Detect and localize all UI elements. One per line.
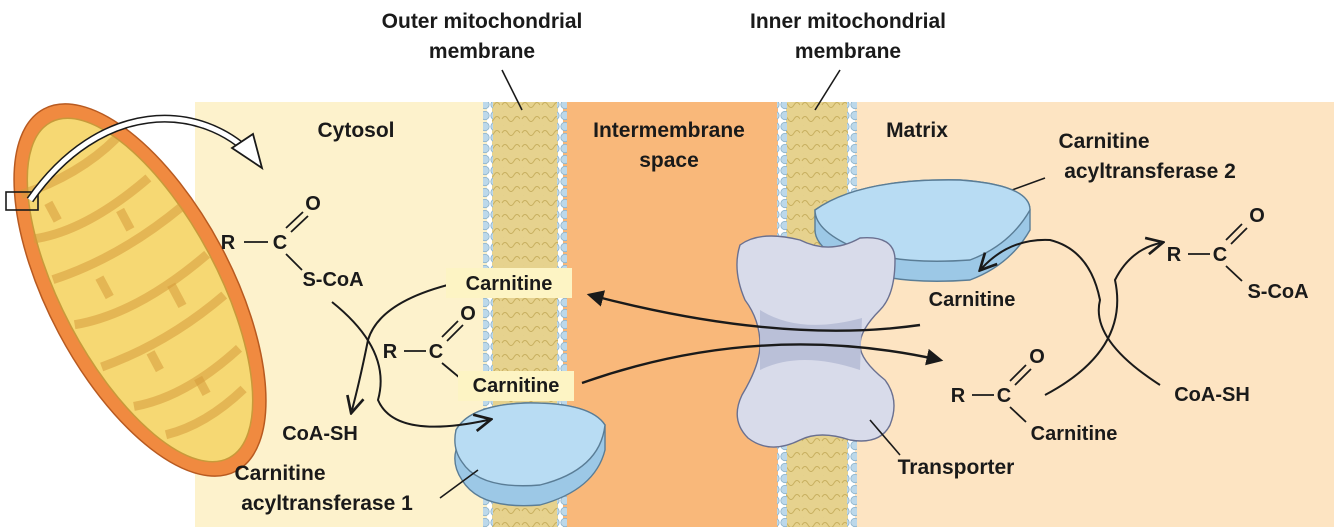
matrix-region	[855, 102, 1334, 527]
matrix-reaction-arrow	[1044, 243, 1160, 396]
cytosol-reaction-arrow-coash	[352, 281, 461, 410]
svg-text:C: C	[997, 385, 1011, 407]
transporter-label: Transporter	[898, 456, 1015, 479]
outer-membrane-pointer	[501, 69, 523, 111]
zoom-arrowhead	[230, 132, 264, 171]
acyl-coa-matrix: R C O S-CoA	[1167, 205, 1309, 303]
inner-membrane-label-line1: Inner mitochondrial	[750, 10, 946, 33]
coa-sh-matrix: CoA-SH	[1174, 384, 1250, 406]
svg-text:R: R	[383, 341, 398, 363]
cat1-pointer	[439, 469, 479, 499]
acylcarnitine-import-arrow	[581, 343, 944, 385]
matrix-carnitine-release-arrow	[982, 238, 1161, 386]
carnitine-matrix: Carnitine	[929, 289, 1016, 311]
svg-text:R: R	[221, 232, 236, 254]
inner-membrane-pointer	[814, 69, 841, 111]
cytosol-reaction-arrow-in	[331, 301, 488, 427]
intermembrane-label-line2: space	[639, 149, 699, 172]
cytosol-label: Cytosol	[317, 119, 394, 142]
outer-membrane-label-line2: membrane	[429, 40, 535, 63]
acyl-coa-cytosol: R C O S-CoA	[221, 193, 364, 291]
coa-sh-cytosol: CoA-SH	[282, 423, 358, 445]
svg-text:O: O	[1029, 346, 1045, 368]
transporter-pointer	[869, 419, 901, 456]
svg-text:S-CoA: S-CoA	[1247, 281, 1308, 303]
outer-membrane-label-line1: Outer mitochondrial	[382, 10, 583, 33]
svg-text:O: O	[1249, 205, 1265, 227]
cat2-label-line1: Carnitine	[1058, 130, 1149, 153]
svg-text:Carnitine: Carnitine	[1031, 423, 1118, 445]
matrix-label: Matrix	[886, 119, 948, 142]
carnitine-box-bottom	[458, 371, 574, 401]
carnitine-top: Carnitine	[466, 273, 553, 295]
acylcarnitine-cytosol: R C O	[383, 303, 476, 379]
svg-text:S-CoA: S-CoA	[302, 269, 363, 291]
cat1-label-line2: acyltransferase 1	[241, 492, 413, 515]
svg-text:C: C	[1213, 244, 1227, 266]
cat1-label-line1: Carnitine	[234, 462, 325, 485]
carnitine-acyl-bottom: Carnitine	[473, 375, 560, 397]
svg-text:R: R	[951, 385, 966, 407]
mitochondrion-illustration	[5, 103, 267, 477]
cat2-label-line2: acyltransferase 2	[1064, 160, 1236, 183]
carnitine-box-top	[446, 268, 572, 298]
svg-text:C: C	[429, 341, 443, 363]
svg-text:C: C	[273, 232, 287, 254]
svg-text:O: O	[305, 193, 321, 215]
zoom-box	[5, 191, 39, 211]
svg-text:O: O	[460, 303, 476, 325]
svg-text:R: R	[1167, 244, 1182, 266]
acylcarnitine-matrix: R C O Carnitine	[951, 346, 1118, 445]
intermembrane-label-line1: Intermembrane	[593, 119, 745, 142]
inner-membrane-label-line2: membrane	[795, 40, 901, 63]
carnitine-return-arrow	[586, 290, 921, 332]
transporter-protein	[736, 235, 896, 448]
